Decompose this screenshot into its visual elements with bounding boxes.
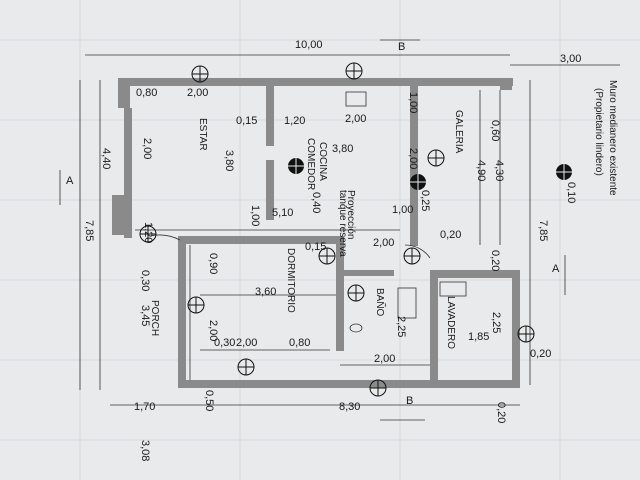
note-muro-line1: Muro medianero existente [607, 80, 618, 196]
room-bano: BAÑO [374, 288, 387, 317]
dim-030-dorm: 0,30 [214, 337, 235, 349]
dim-380-cocina: 3,80 [332, 143, 353, 155]
dimension-lines [79, 54, 620, 406]
level-marker-icon [517, 325, 535, 343]
dim-200-bottom: 2,00 [374, 353, 395, 365]
dim-200-estar: 2,00 [187, 87, 208, 99]
section-markers: A A B B [59, 39, 566, 421]
dim-200-galeria: 2,00 [407, 148, 419, 169]
level-marker-icon [347, 284, 365, 302]
dim-025: 0,25 [419, 190, 431, 211]
dim-440: 4,40 [100, 148, 112, 169]
dim-430: 4,30 [493, 160, 505, 181]
dim-308: 3,08 [139, 440, 151, 461]
dim-080-dorm: 0,80 [289, 337, 310, 349]
dim-200-left: 2,00 [141, 138, 153, 159]
room-cocina: COCINA [317, 142, 328, 181]
dim-060: 0,60 [489, 120, 501, 141]
dim-100-right: 1,00 [392, 204, 413, 216]
fixtures [149, 91, 467, 333]
dim-200-cocina: 2,00 [345, 113, 366, 125]
dim-345: 3,45 [139, 305, 151, 326]
level-marker-icon [403, 247, 421, 265]
dim-040: 0,40 [310, 192, 322, 213]
dim-490: 4,90 [475, 160, 487, 181]
dim-010: 0,10 [565, 182, 577, 203]
dim-185: 1,85 [468, 331, 489, 343]
level-marker-icon [556, 164, 572, 180]
level-marker-icon [427, 149, 445, 167]
level-marker-icon [237, 358, 255, 376]
level-marker-icon [139, 225, 157, 243]
dim-120-top: 1,20 [284, 115, 305, 127]
dim-side-width: 3,00 [560, 53, 581, 65]
room-lavadero: LAVADERO [445, 296, 456, 349]
room-labels: ESTAR COCINA COMEDOR GALERIA DORMITORIO … [149, 110, 464, 349]
dim-200-dorm: 2,00 [207, 320, 219, 341]
room-porch: PORCH [149, 300, 160, 336]
dim-510: 5,10 [272, 207, 293, 219]
dim-225-lav: 2,25 [490, 312, 502, 333]
level-markers [139, 62, 572, 397]
dim-100-mid: 1,00 [249, 205, 261, 226]
dim-785-right: 7,85 [537, 220, 549, 241]
dim-380-estar: 3,80 [223, 150, 235, 171]
dim-020-b: 0,20 [489, 250, 501, 271]
level-marker-icon [369, 379, 387, 397]
dim-020-a: 0,20 [440, 229, 461, 241]
dim-200-mid: 2,00 [373, 237, 394, 249]
dim-225-bano: 2,25 [395, 316, 407, 337]
dimension-texts: 10,00 3,00 0,80 2,00 0,15 1,20 2,00 1,00… [83, 39, 581, 461]
dim-090: 0,90 [207, 253, 219, 274]
dim-200-dorm-b: 2,00 [236, 337, 257, 349]
dim-050: 0,50 [203, 390, 215, 411]
dim-020-c: 0,20 [530, 348, 551, 360]
section-a-left: A [66, 175, 74, 187]
dim-030: 0,30 [139, 270, 151, 291]
dim-785-left: 7,85 [83, 220, 95, 241]
room-estar: ESTAR [197, 118, 208, 151]
section-b-bottom: B [406, 395, 413, 407]
dim-100-top: 1,00 [407, 92, 419, 113]
note-proyeccion-line2: tanque reserva [337, 190, 348, 257]
note-proyeccion-line1: Proyección [345, 190, 356, 239]
level-marker-icon [345, 62, 363, 80]
level-marker-icon [191, 65, 209, 83]
dim-020-d: 0,20 [495, 402, 507, 423]
level-marker-icon [187, 296, 205, 314]
dim-830: 8,30 [339, 401, 360, 413]
level-marker-icon [410, 174, 426, 190]
notes: Muro medianero existente (Propietario li… [337, 80, 618, 257]
dim-015-top: 0,15 [236, 115, 257, 127]
walls [112, 78, 520, 388]
dim-170: 1,70 [134, 401, 155, 413]
dim-360: 3,60 [255, 286, 276, 298]
section-b-top: B [398, 41, 405, 53]
dim-015-mid: 0,15 [305, 241, 326, 253]
section-a-right: A [552, 263, 560, 275]
dim-total-width: 10,00 [295, 39, 323, 51]
room-galeria: GALERIA [453, 110, 464, 154]
dim-080: 0,80 [136, 87, 157, 99]
room-comedor: COMEDOR [305, 138, 316, 190]
level-marker-icon [318, 247, 336, 265]
room-dormitorio: DORMITORIO [285, 248, 296, 313]
level-marker-icon [288, 158, 304, 174]
note-muro-line2: (Propietario lindero) [593, 88, 604, 176]
